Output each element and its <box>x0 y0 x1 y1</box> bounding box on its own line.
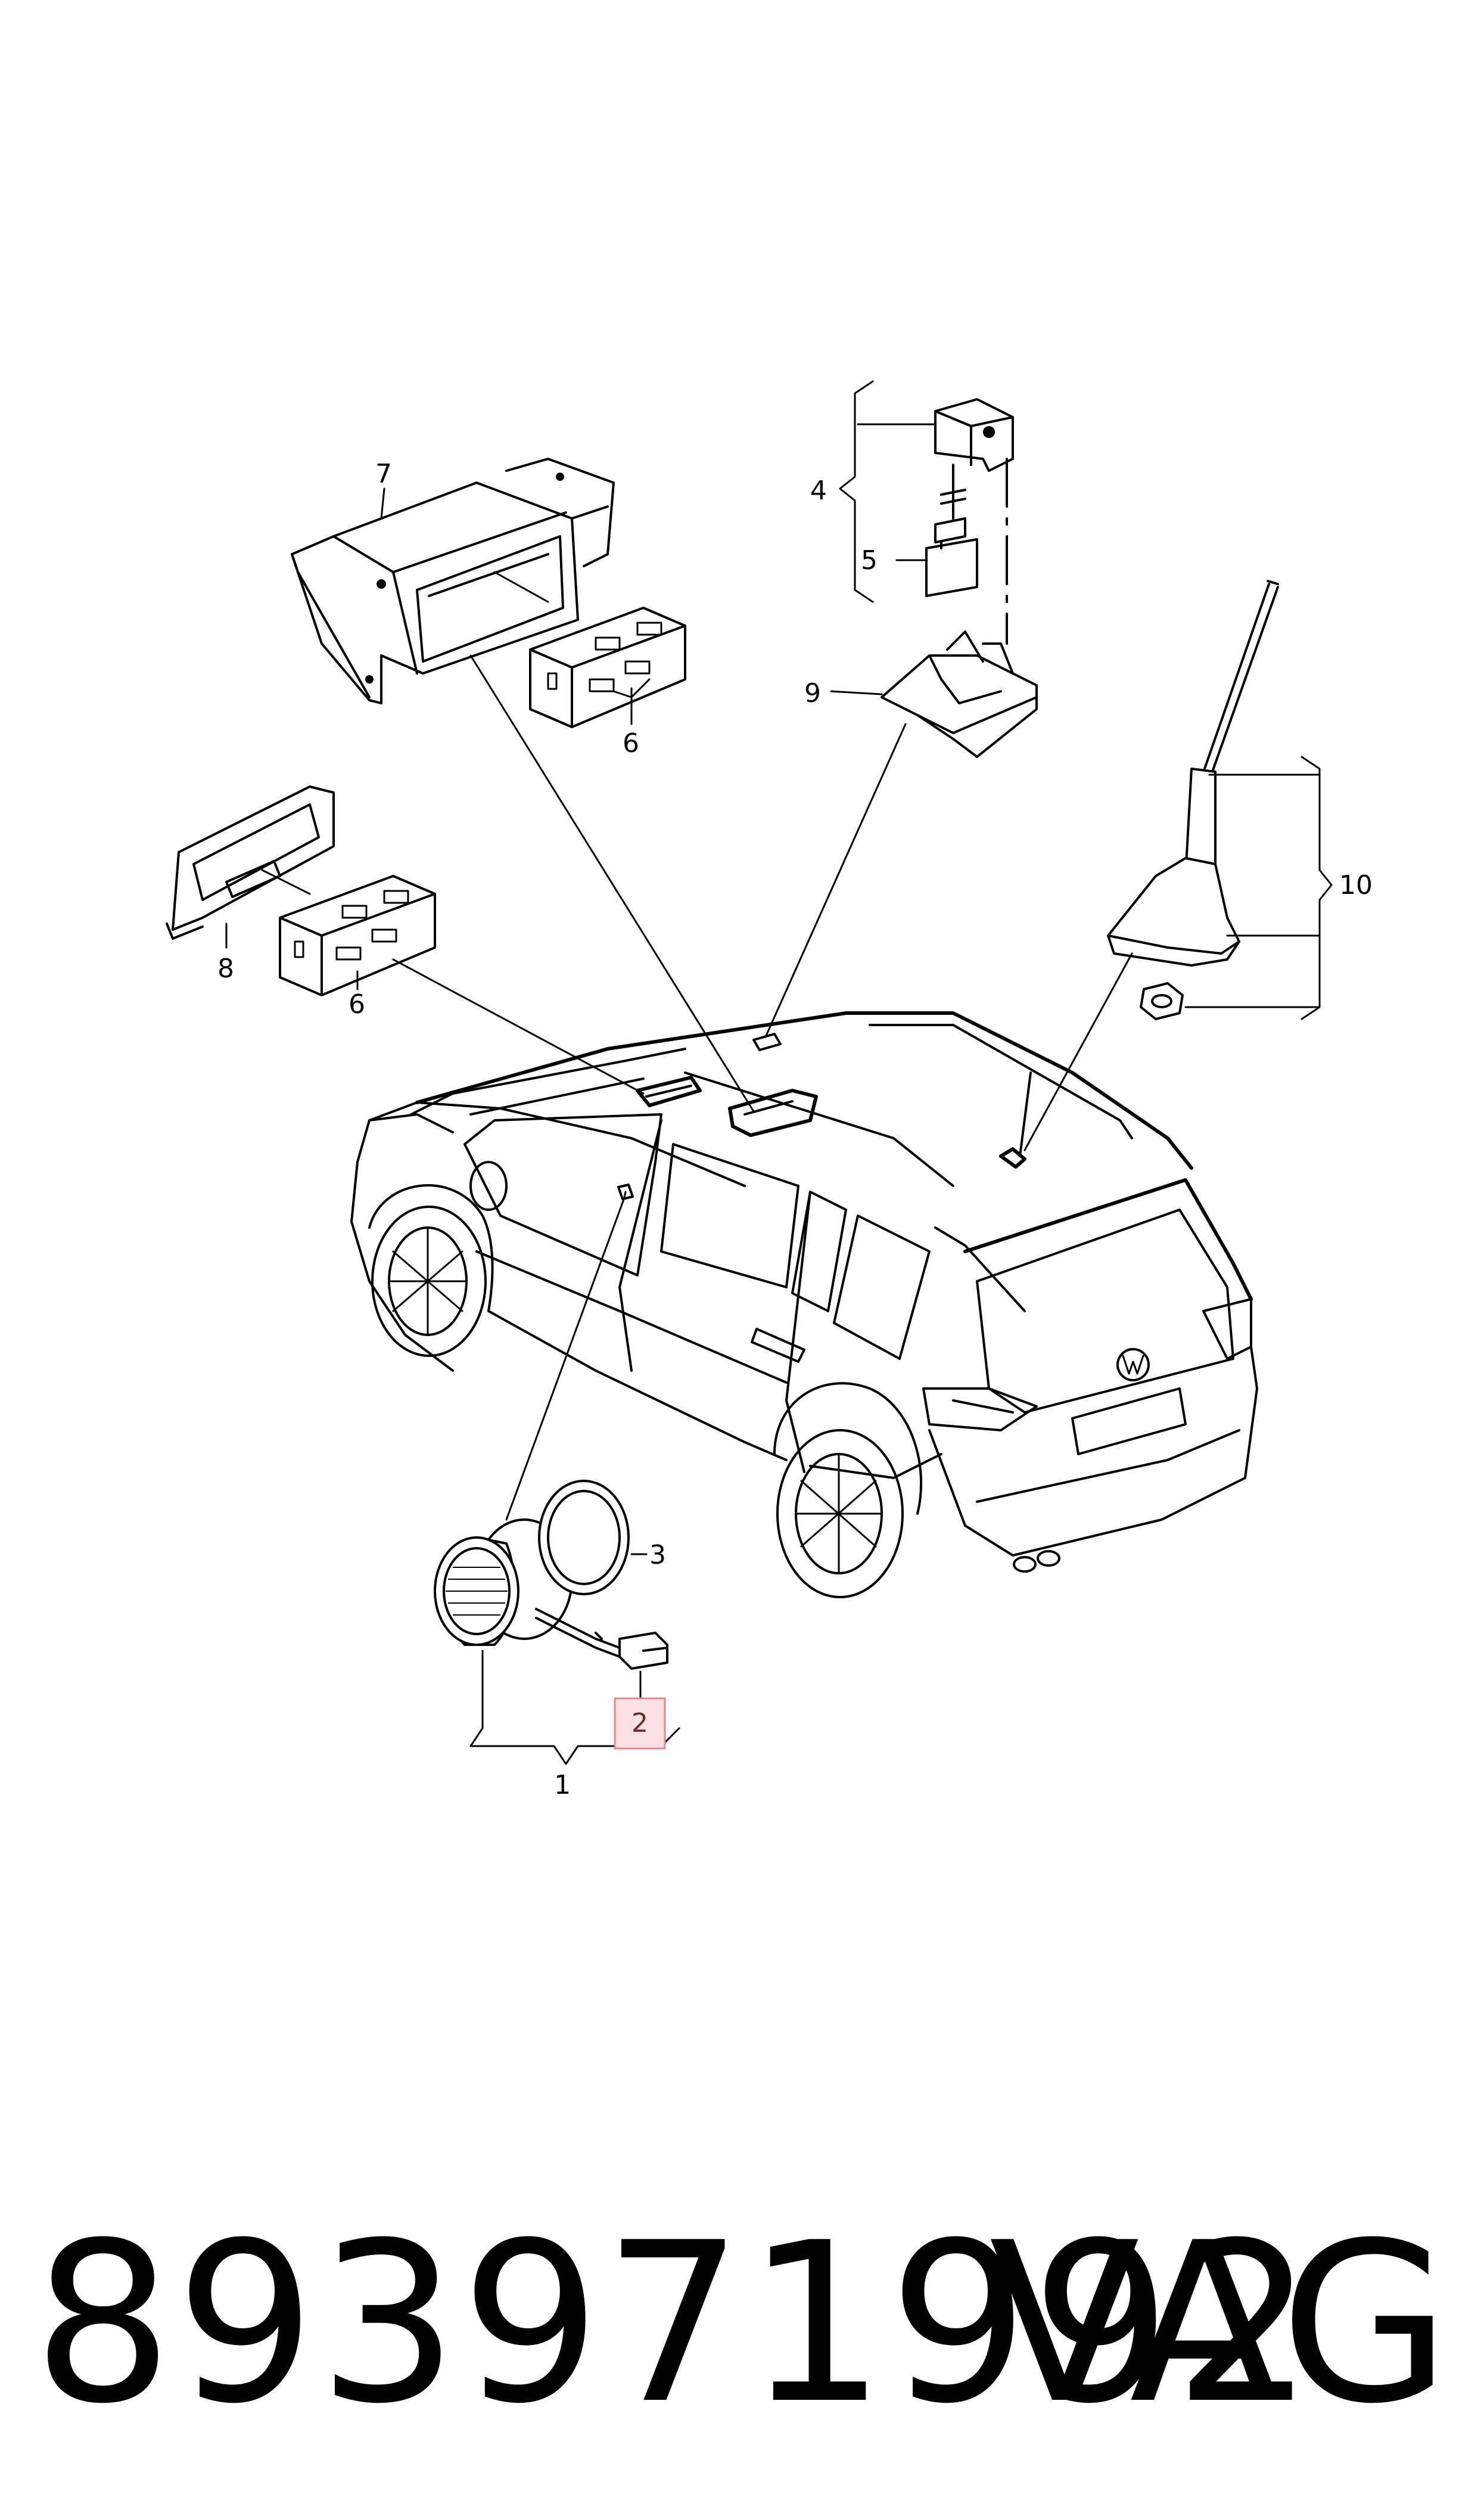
part-3-ring <box>538 1480 630 1595</box>
callout-7: 7 <box>375 459 392 489</box>
parts-diagram: 7 4 5 9 6 10 8 6 3 2 1 <box>166 380 1373 1800</box>
callout-labels: 7 4 5 9 6 10 8 6 3 2 1 <box>217 459 1373 1800</box>
callout-10: 10 <box>1339 870 1373 900</box>
part-8-display-frame <box>166 785 335 940</box>
callout-1: 1 <box>554 1770 571 1800</box>
callout-6-upper: 6 <box>623 728 639 759</box>
part-6-lower-bracket <box>279 875 436 996</box>
part-5-plug <box>925 517 978 597</box>
callout-2-highlight <box>614 1697 666 1750</box>
callout-4: 4 <box>810 476 827 506</box>
part-10-antenna <box>1107 580 1279 1020</box>
part-7-housing <box>291 458 615 704</box>
footer: 893971992 VAG <box>0 2205 1484 2443</box>
callout-3: 3 <box>649 1540 666 1570</box>
part-number: 893971992 <box>33 2196 1317 2452</box>
callout-6-lower: 6 <box>349 989 365 1020</box>
callout-2: 2 <box>631 1708 648 1738</box>
callout-5: 5 <box>861 545 878 576</box>
part-9-holder <box>881 630 1038 758</box>
part-4-connector-assembly <box>934 398 1014 645</box>
callout-8: 8 <box>217 953 234 984</box>
vehicle-drawing <box>350 1011 1258 1598</box>
brand-label: VAG <box>989 2196 1454 2452</box>
part-2-plug <box>618 1632 668 1670</box>
part-6-upper-bracket <box>529 607 686 728</box>
leader-lines <box>261 571 1133 1521</box>
callout-9: 9 <box>804 678 821 709</box>
